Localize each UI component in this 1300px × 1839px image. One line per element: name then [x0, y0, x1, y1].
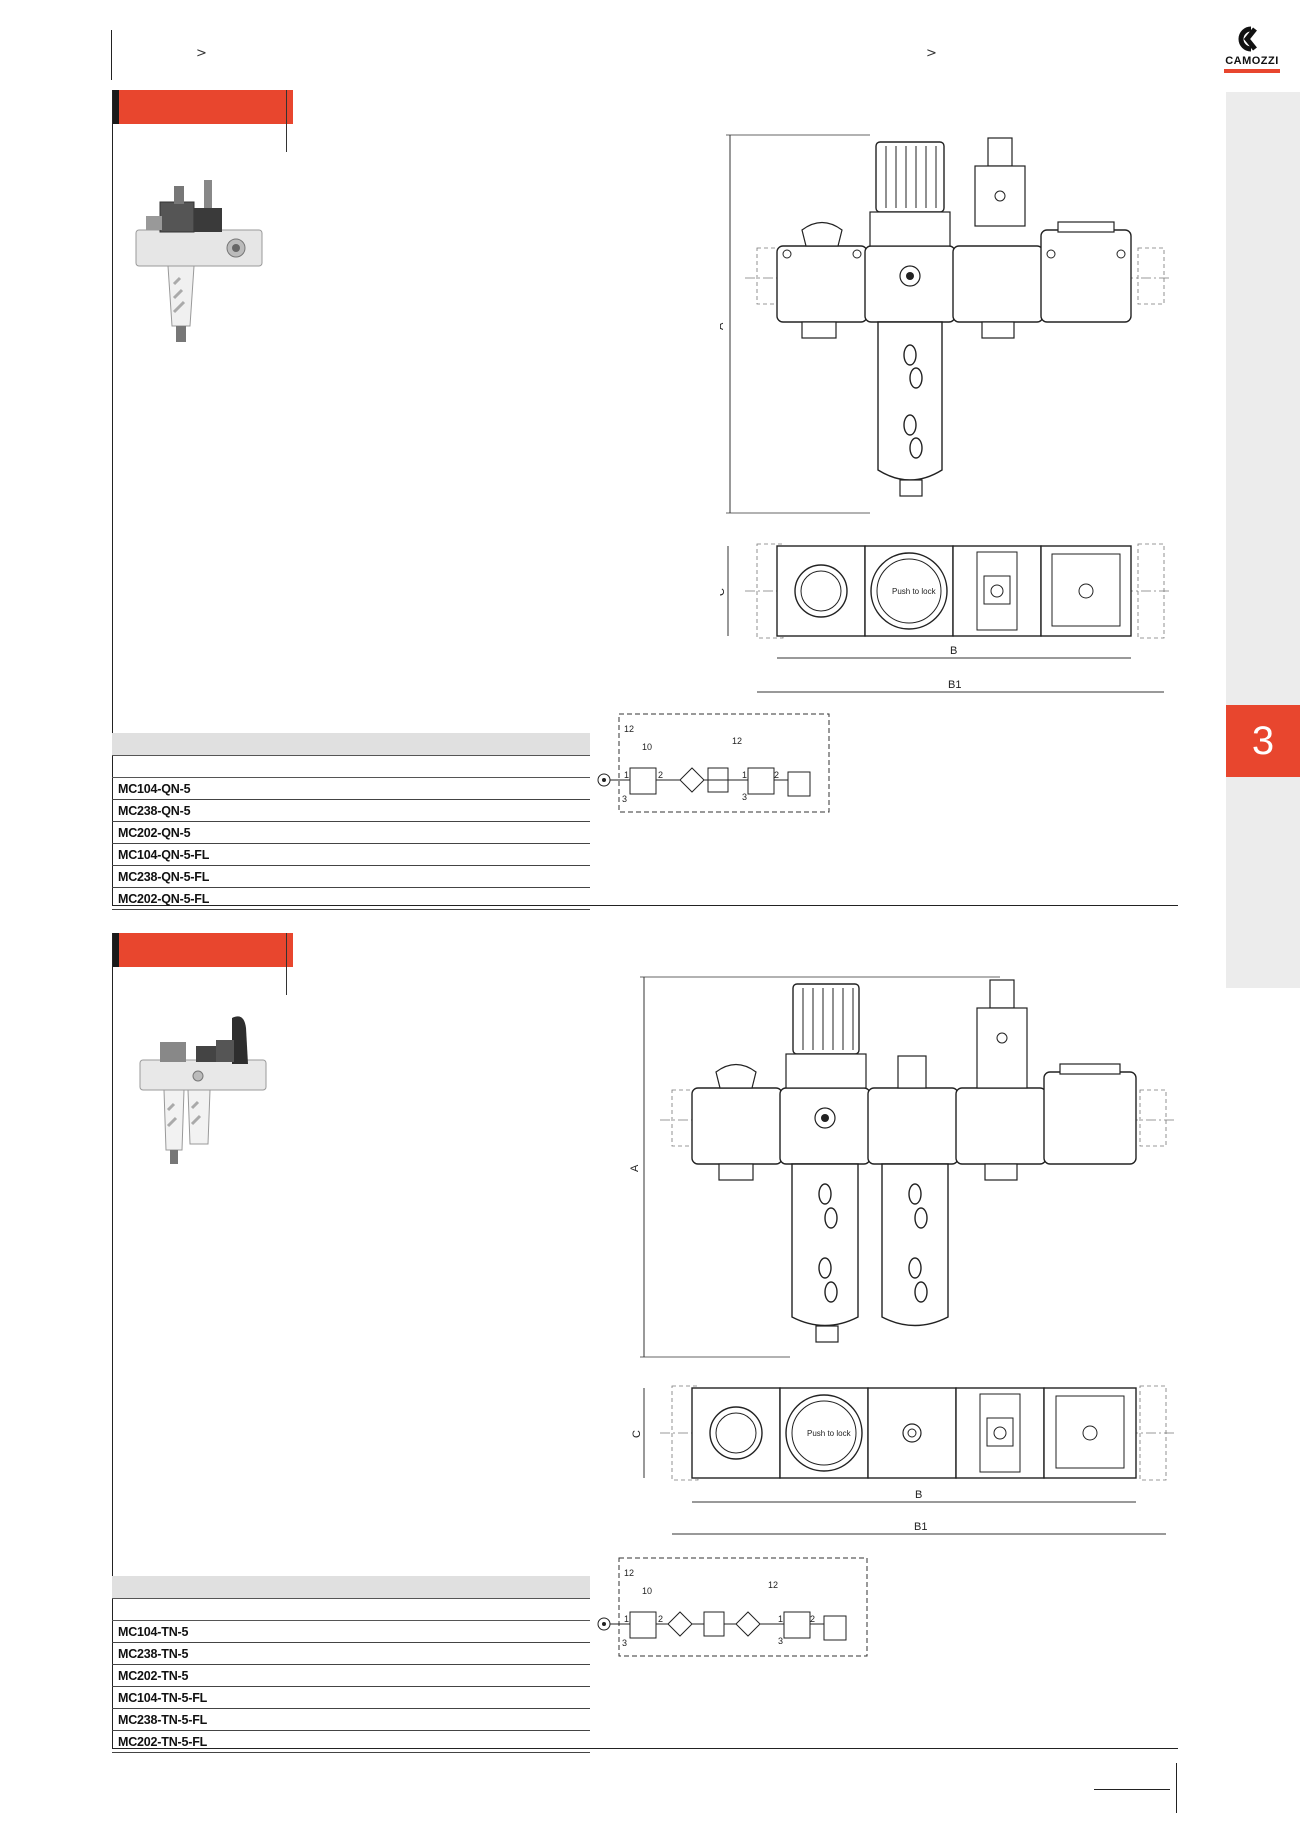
s2-port-3a: 3 [622, 1638, 627, 1648]
section2-dim-c: C [631, 1430, 643, 1438]
footer-divider [1176, 1763, 1177, 1813]
s2-port-1b: 1 [778, 1614, 783, 1624]
section1-left-border [112, 90, 113, 906]
section2-header-bar [112, 933, 293, 967]
table-row[interactable]: MC104-QN-5-FL [112, 844, 590, 866]
s1-port-1a: 1 [624, 770, 629, 780]
breadcrumb-arrow-left[interactable]: > [196, 46, 207, 61]
s1-port-3a: 3 [622, 794, 627, 804]
section1-dim-b1: B1 [948, 679, 961, 691]
s1-port-12a: 12 [624, 724, 634, 734]
s1-port-2a: 2 [658, 770, 663, 780]
chapter-number: 3 [1251, 718, 1275, 763]
s2-port-2a: 2 [658, 1614, 663, 1624]
section2-bottom-rule [112, 1748, 1178, 1749]
section1-header-bar [112, 90, 293, 124]
section2-top-view-drawing: C Push to lock B B1 [631, 1385, 1175, 1535]
table-row[interactable]: MC238-TN-5-FL [112, 1709, 590, 1731]
section2-header-line [286, 933, 287, 995]
section2-table-header [112, 1576, 590, 1599]
section1-front-view-drawing: A [720, 134, 1170, 514]
section1-bottom-rule [112, 905, 1178, 906]
header-divider [111, 30, 112, 80]
table-row[interactable]: MC238-QN-5 [112, 800, 590, 822]
s2-port-10: 10 [642, 1586, 652, 1596]
camozzi-logo: CAMOZZI [1222, 26, 1282, 76]
table-row[interactable]: MC238-QN-5-FL [112, 866, 590, 888]
brand-name: CAMOZZI [1225, 55, 1279, 67]
s1-port-3b: 3 [742, 792, 747, 802]
section1-top-view-drawing: C Push to lock B B1 [720, 543, 1170, 693]
section2-left-border [112, 933, 113, 1749]
section1-dim-b: B [950, 645, 957, 657]
footer-rule [1094, 1789, 1170, 1790]
table-row[interactable]: MC104-TN-5-FL [112, 1687, 590, 1709]
section1-header-line [286, 90, 287, 152]
table-row[interactable]: MC104-TN-5 [112, 1621, 590, 1643]
section2-product-image [139, 1016, 267, 1164]
section2-front-view-drawing: A [630, 976, 1175, 1358]
section2-gauge-label: Push to lock [807, 1429, 852, 1438]
s2-port-12b: 12 [768, 1580, 778, 1590]
table-row[interactable]: MC202-QN-5 [112, 822, 590, 844]
s2-port-12a: 12 [624, 1568, 634, 1578]
s1-port-1b: 1 [742, 770, 747, 780]
section1-table-header [112, 733, 590, 756]
s1-port-2b: 2 [774, 770, 779, 780]
section2-dim-b: B [915, 1489, 922, 1501]
chapter-tab[interactable]: 3 [1226, 705, 1300, 777]
section2-code-table: MC104-TN-5 MC238-TN-5 MC202-TN-5 MC104-T… [112, 1576, 590, 1753]
section2-dim-a-front: A [630, 1164, 641, 1172]
s2-port-3b: 3 [778, 1636, 783, 1646]
camozzi-mark-icon [1238, 26, 1257, 52]
s1-port-12b: 12 [732, 736, 742, 746]
section1-dim-c: C [720, 588, 727, 596]
table-row[interactable]: MC202-QN-5-FL [112, 888, 590, 910]
section2-dim-b1: B1 [914, 1521, 927, 1533]
breadcrumb-arrow-right[interactable]: > [926, 46, 937, 61]
table-row[interactable]: MC104-QN-5 [112, 778, 590, 800]
section1-gauge-label: Push to lock [892, 587, 937, 596]
s2-port-2b: 2 [810, 1614, 815, 1624]
section1-table-subheader [112, 756, 590, 778]
brand-bar [1224, 69, 1280, 73]
table-row[interactable]: MC202-TN-5-FL [112, 1731, 590, 1753]
section1-code-table: MC104-QN-5 MC238-QN-5 MC202-QN-5 MC104-Q… [112, 733, 590, 910]
section1-dim-a-front: A [720, 322, 726, 330]
s2-port-1a: 1 [624, 1614, 629, 1624]
section1-pneumatic-symbol: 12 10 1 2 3 12 1 2 3 [597, 713, 830, 813]
section2-pneumatic-symbol: 12 10 1 2 3 12 1 2 3 [597, 1557, 868, 1657]
s1-port-10: 10 [642, 742, 652, 752]
section2-table-subheader [112, 1599, 590, 1621]
table-row[interactable]: MC238-TN-5 [112, 1643, 590, 1665]
side-panel [1226, 92, 1300, 988]
table-row[interactable]: MC202-TN-5 [112, 1665, 590, 1687]
section1-product-image [135, 180, 263, 342]
